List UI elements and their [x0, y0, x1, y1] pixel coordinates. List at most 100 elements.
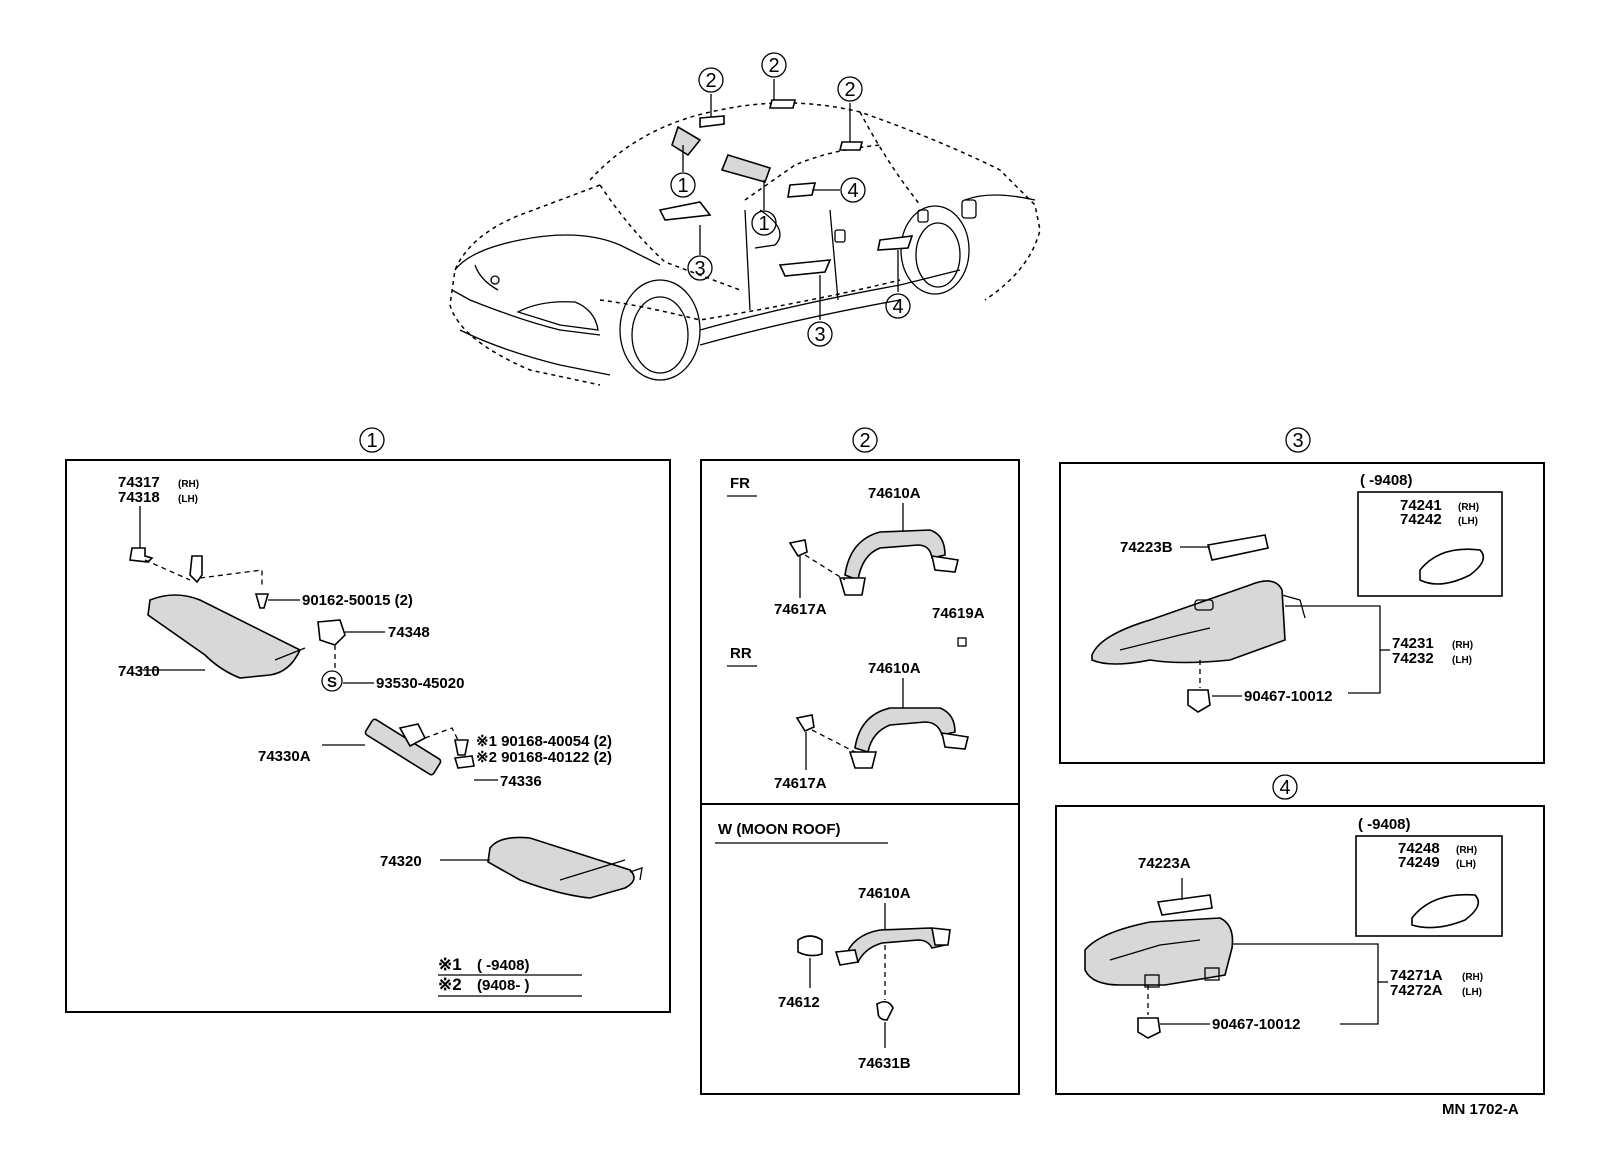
svg-text:74617A: 74617A	[774, 775, 827, 792]
section-2-w-labels: 74610A 74612 74631B	[778, 885, 911, 1072]
svg-text:74317: 74317	[118, 474, 160, 491]
svg-text:74610A: 74610A	[868, 485, 921, 502]
svg-text:74318: 74318	[118, 489, 160, 506]
svg-text:93530-45020: 93530-45020	[376, 675, 464, 692]
svg-text:4: 4	[847, 180, 858, 202]
car-callout-3b: 3	[807, 321, 833, 347]
svg-text:RR: RR	[730, 645, 752, 662]
svg-text:(LH): (LH)	[1456, 859, 1476, 870]
svg-text:2: 2	[705, 70, 716, 92]
svg-text:※2: ※2	[438, 975, 462, 994]
svg-text:90467-10012: 90467-10012	[1244, 688, 1332, 705]
svg-text:(9408- ): (9408- )	[477, 977, 530, 994]
car-illustration	[449, 99, 1041, 386]
svg-text:(RH): (RH)	[178, 479, 199, 490]
svg-text:※2 90168-40122 (2): ※2 90168-40122 (2)	[476, 749, 612, 766]
section-4-parts	[1084, 878, 1388, 1039]
section-4-range: ( -9408)	[1355, 816, 1503, 937]
svg-text:4: 4	[1279, 777, 1290, 799]
section-4-header: 4	[1272, 774, 1298, 800]
svg-text:74272A: 74272A	[1390, 982, 1443, 999]
svg-text:74330A: 74330A	[258, 748, 311, 765]
svg-text:1: 1	[366, 430, 377, 452]
svg-text:3: 3	[1292, 430, 1303, 452]
section-3-labels: 74241 (RH) 74242 (LH) 74223B 74231 (RH) …	[1120, 497, 1479, 705]
svg-text:74336: 74336	[500, 773, 542, 790]
svg-text:(RH): (RH)	[1462, 972, 1483, 983]
section-3-parts	[1091, 534, 1390, 713]
svg-text:※1: ※1	[438, 955, 462, 974]
svg-text:1: 1	[677, 175, 688, 197]
section-2-header: 2	[852, 427, 878, 453]
svg-text:74249: 74249	[1398, 854, 1440, 871]
svg-text:74242: 74242	[1400, 511, 1442, 528]
car-callout-3a: 3	[687, 255, 713, 281]
section-1-box	[65, 459, 671, 1013]
section-1-header: 1	[359, 427, 385, 453]
svg-text:(LH): (LH)	[1462, 987, 1482, 998]
svg-text:(LH): (LH)	[1452, 655, 1472, 666]
svg-text:( -9408): ( -9408)	[1360, 472, 1413, 489]
svg-text:( -9408): ( -9408)	[477, 957, 530, 974]
svg-text:(RH): (RH)	[1456, 845, 1477, 856]
section-2-fr-labels: 74610A 74617A 74619A	[774, 485, 985, 622]
svg-text:2: 2	[859, 430, 870, 452]
car-callout-4a: 4	[840, 177, 866, 203]
svg-text:(LH): (LH)	[1458, 516, 1478, 527]
section-4-box	[1055, 805, 1545, 1095]
svg-text:2: 2	[844, 79, 855, 101]
section-3-header: 3	[1285, 427, 1311, 453]
svg-text:74631B: 74631B	[858, 1055, 911, 1072]
svg-text:74223B: 74223B	[1120, 539, 1173, 556]
car-callout-2c: 2	[837, 76, 863, 102]
car-callout-1a: 1	[670, 172, 696, 198]
svg-text:( -9408): ( -9408)	[1358, 816, 1411, 833]
svg-text:FR: FR	[730, 475, 750, 492]
svg-text:74232: 74232	[1392, 650, 1434, 667]
car-callout-2a: 2	[698, 67, 724, 93]
svg-text:74248: 74248	[1398, 840, 1440, 857]
section-2-rr-labels: 74610A 74617A	[774, 660, 921, 792]
section-2-rr: RR	[727, 645, 969, 770]
svg-text:90162-50015 (2): 90162-50015 (2)	[302, 592, 413, 609]
svg-text:74619A: 74619A	[932, 605, 985, 622]
svg-text:W (MOON ROOF): W (MOON ROOF)	[718, 821, 840, 838]
svg-text:74241: 74241	[1400, 497, 1442, 514]
car-callout-leaders	[682, 79, 899, 320]
svg-text:74231: 74231	[1392, 635, 1434, 652]
svg-text:74612: 74612	[778, 994, 820, 1011]
car-callout-4b: 4	[885, 293, 911, 319]
svg-text:2: 2	[768, 55, 779, 77]
section-2w-box	[700, 803, 1020, 1095]
car-callout-2b: 2	[761, 52, 787, 78]
svg-text:74348: 74348	[388, 624, 430, 641]
svg-text:4: 4	[892, 296, 903, 318]
svg-text:90467-10012: 90467-10012	[1212, 1016, 1300, 1033]
svg-text:(LH): (LH)	[178, 494, 198, 505]
svg-text:74310: 74310	[118, 663, 160, 680]
svg-text:S: S	[327, 674, 337, 691]
section-1-parts: S	[129, 547, 643, 899]
svg-text:74320: 74320	[380, 853, 422, 870]
svg-text:74223A: 74223A	[1138, 855, 1191, 872]
svg-text:3: 3	[694, 258, 705, 280]
svg-text:3: 3	[814, 324, 825, 346]
svg-text:1: 1	[758, 213, 769, 235]
section-4-labels: 74248 (RH) 74249 (LH) 74223A 74271A (RH)…	[1138, 840, 1483, 1033]
svg-text:74610A: 74610A	[858, 885, 911, 902]
section-3-range: ( -9408)	[1357, 472, 1503, 597]
svg-text:74610A: 74610A	[868, 660, 921, 677]
svg-text:※1 90168-40054 (2): ※1 90168-40054 (2)	[476, 733, 612, 750]
section-1-notes: ※1 ( -9408) ※2 (9408- )	[438, 955, 582, 997]
svg-text:74271A: 74271A	[1390, 967, 1443, 984]
section-3-box	[1059, 462, 1545, 764]
svg-text:(RH): (RH)	[1458, 502, 1479, 513]
section-1-labels: 74317 (RH) 74318 (LH) 90162-50015 (2) 74…	[118, 474, 612, 870]
car-callout-1b: 1	[751, 210, 777, 236]
section-2-w: W (MOON ROOF)	[715, 821, 951, 1048]
svg-text:74617A: 74617A	[774, 601, 827, 618]
diagram-code: MN 1702-A	[1442, 1101, 1519, 1118]
section-2-fr: FR	[727, 475, 967, 647]
svg-text:(RH): (RH)	[1452, 640, 1473, 651]
